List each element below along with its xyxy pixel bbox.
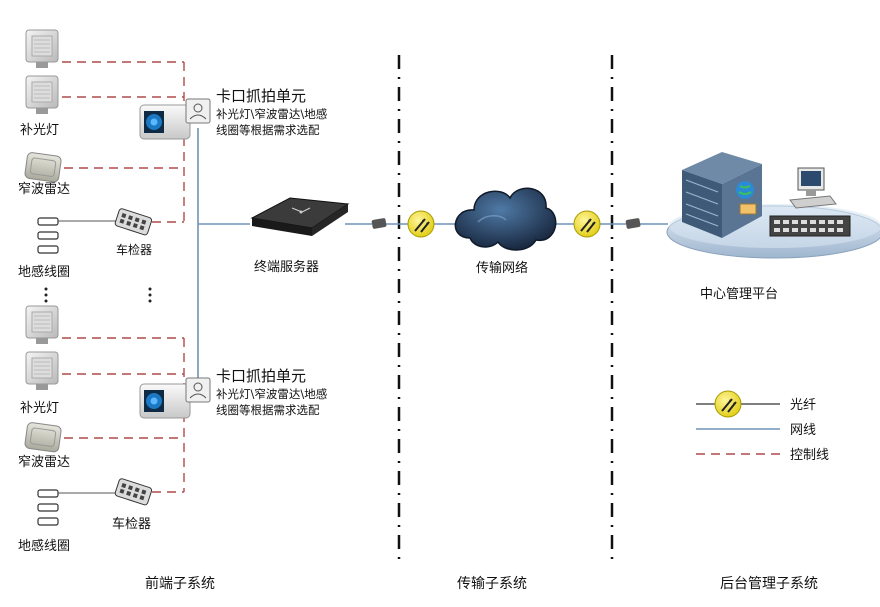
unit-note: 补光灯\窄波雷达\地感 bbox=[216, 387, 327, 401]
loop-icon bbox=[37, 217, 59, 254]
unit-title: 卡口抓拍单元 bbox=[216, 367, 306, 385]
loop-wire bbox=[58, 220, 120, 494]
radar-icon bbox=[24, 152, 62, 183]
capture-camera-icon bbox=[139, 377, 211, 419]
legend-control-label: 控制线 bbox=[790, 448, 829, 463]
legend-fiber-swatch bbox=[696, 390, 780, 418]
labels: 卡口抓拍单元 补光灯\窄波雷达\地感 线圈等根据需求选配 卡口抓拍单元 补光灯\… bbox=[18, 87, 829, 592]
unit-title: 卡口抓拍单元 bbox=[216, 87, 306, 105]
unit-note: 线圈等根据需求选配 bbox=[216, 403, 320, 417]
fill-light-label: 补光灯 bbox=[20, 401, 59, 416]
platform-label: 中心管理平台 bbox=[700, 287, 778, 302]
control-lines-upper bbox=[62, 61, 185, 223]
detector-label: 车检器 bbox=[112, 516, 151, 532]
subsystem-dividers bbox=[397, 55, 614, 560]
converter-icon bbox=[371, 218, 387, 229]
network-label: 传输网络 bbox=[476, 260, 528, 276]
legend-network-label: 网线 bbox=[790, 423, 816, 438]
radar-icon bbox=[24, 422, 62, 453]
fill-light-icon bbox=[25, 29, 59, 68]
legend-fiber-label: 光纤 bbox=[790, 398, 816, 413]
terminal-server-icon bbox=[250, 197, 350, 236]
detector-label: 车检器 bbox=[116, 242, 152, 257]
network-lines bbox=[197, 128, 668, 395]
switch-panel-icon bbox=[769, 215, 851, 237]
fill-light-icon bbox=[25, 305, 59, 344]
subsystem-front-label: 前端子系统 bbox=[145, 575, 215, 592]
loop-label: 地感线圈 bbox=[18, 264, 70, 280]
vehicle-detector-icon bbox=[114, 208, 153, 236]
capture-camera-icon bbox=[139, 98, 211, 140]
cloud-icon bbox=[454, 187, 557, 251]
fill-light-icon bbox=[25, 351, 59, 390]
server-rack-icon bbox=[682, 152, 762, 238]
central-platform-icon bbox=[666, 152, 880, 259]
fill-light-icon bbox=[25, 75, 59, 114]
subsystem-transport-label: 传输子系统 bbox=[457, 576, 527, 592]
fiber-icon bbox=[573, 210, 601, 238]
subsystem-backend-label: 后台管理子系统 bbox=[720, 576, 818, 592]
loop-label: 地感线圈 bbox=[18, 538, 70, 554]
computer-icon bbox=[789, 167, 837, 209]
converter-icon bbox=[625, 218, 641, 229]
unit-note: 补光灯\窄波雷达\地感 bbox=[216, 107, 327, 121]
radar-label: 窄波雷达 bbox=[18, 454, 70, 470]
vehicle-detector-icon bbox=[114, 478, 153, 506]
fiber-icon bbox=[407, 210, 435, 238]
legend bbox=[696, 390, 780, 455]
loop-icon bbox=[37, 489, 59, 526]
unit-note: 线圈等根据需求选配 bbox=[216, 123, 320, 137]
radar-label: 窄波雷达 bbox=[18, 181, 70, 197]
ellipsis-icon bbox=[44, 287, 152, 303]
server-label: 终端服务器 bbox=[254, 259, 319, 275]
fill-light-label: 补光灯 bbox=[20, 123, 59, 138]
